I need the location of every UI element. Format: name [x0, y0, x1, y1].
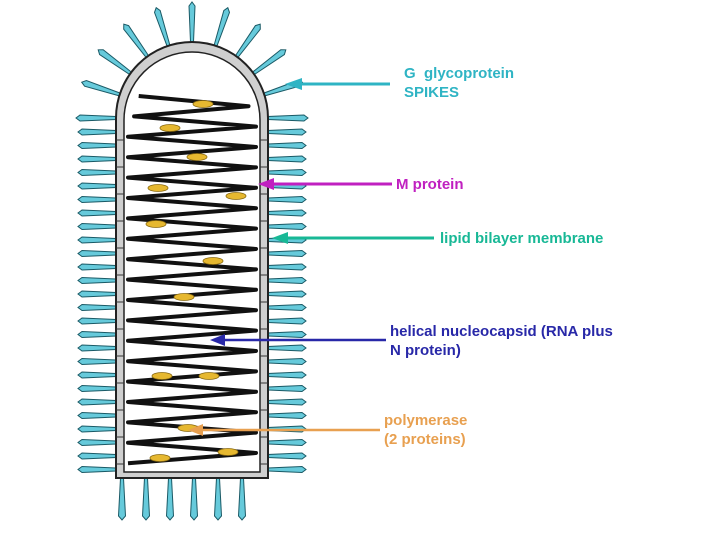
glycoprotein-spike	[267, 222, 307, 231]
glycoprotein-spike	[267, 276, 307, 285]
glycoprotein-spike	[77, 236, 117, 244]
g-glycoprotein-label: G glycoprotein SPIKES	[404, 64, 514, 102]
glycoprotein-spike	[77, 371, 117, 379]
glycoprotein-spike	[267, 128, 307, 136]
glycoprotein-spike	[188, 1, 196, 43]
glycoprotein-spike	[267, 344, 307, 352]
glycoprotein-spike	[141, 477, 151, 521]
glycoprotein-spike	[267, 438, 307, 447]
glycoprotein-spike	[77, 425, 117, 433]
glycoprotein-spike	[77, 141, 117, 150]
glycoprotein-spike	[77, 438, 117, 447]
glycoprotein-spike	[267, 384, 307, 393]
polymerase-label-line1: polymerase	[384, 412, 468, 429]
polymerase-protein	[145, 220, 167, 228]
polymerase-proteins	[145, 100, 247, 462]
polymerase-protein	[151, 372, 173, 380]
nucleocapsid-label-line2: N protein)	[390, 342, 461, 359]
nucleocapsid-label-line1: helical nucleocapsid (RNA plus	[390, 323, 613, 340]
nucleocapsid-label: helical nucleocapsid (RNA plus N protein…	[390, 322, 613, 360]
glycoprotein-spike	[77, 222, 117, 231]
polymerase-protein	[149, 454, 171, 462]
glycoprotein-spike	[77, 128, 117, 136]
glycoprotein-spike	[267, 398, 307, 406]
glycoprotein-spike	[77, 330, 117, 339]
polymerase-label-line2: (2 proteins)	[384, 431, 466, 448]
glycoprotein-spike	[77, 411, 117, 420]
glycoprotein-spike	[251, 49, 287, 76]
glycoprotein-spike	[267, 249, 307, 258]
polymerase-protein	[202, 257, 224, 265]
polymerase-protein	[147, 184, 169, 192]
polymerase-protein	[198, 372, 220, 380]
glycoprotein-spike	[77, 398, 117, 406]
polymerase-protein	[192, 100, 214, 108]
glycoprotein-spike	[213, 6, 231, 47]
glycoprotein-spike	[77, 168, 117, 177]
glycoprotein-spike	[267, 168, 307, 177]
glycoprotein-spike	[75, 114, 117, 122]
glycoprotein-spike	[117, 477, 127, 521]
glycoprotein-spike	[267, 209, 307, 217]
glycoprotein-spike	[267, 371, 307, 379]
glycoprotein-spike	[77, 209, 117, 217]
polymerase-protein	[225, 192, 247, 200]
glycoprotein-spike	[165, 477, 175, 521]
glycoprotein-spike	[267, 155, 307, 163]
glycoprotein-spike	[77, 344, 117, 352]
glycoprotein-spike	[267, 290, 307, 298]
g-glycoprotein-label-line1: G glycoprotein	[404, 65, 515, 82]
glycoprotein-spike	[267, 330, 307, 339]
label-arrows	[188, 78, 434, 436]
glycoprotein-spike	[77, 263, 117, 271]
glycoprotein-spike	[267, 317, 307, 325]
polymerase-protein	[217, 448, 239, 456]
glycoprotein-spike	[213, 477, 223, 521]
glycoprotein-spike	[267, 357, 307, 366]
glycoprotein-spike	[77, 276, 117, 285]
polymerase-protein	[173, 293, 195, 301]
glycoprotein-spike	[267, 411, 307, 420]
glycoprotein-spike	[267, 465, 307, 474]
glycoprotein-spike	[77, 317, 117, 325]
glycoprotein-spike	[267, 141, 307, 150]
glycoprotein-spike	[267, 114, 309, 122]
g-glycoprotein-label-line2: SPIKES	[404, 84, 460, 101]
glycoprotein-spike	[237, 477, 247, 521]
glycoprotein-spike	[153, 6, 171, 47]
glycoprotein-spike	[189, 477, 199, 521]
glycoprotein-spike	[77, 357, 117, 366]
helical-nucleocapsid	[126, 94, 258, 466]
glycoprotein-spike	[77, 465, 117, 474]
glycoprotein-spike	[77, 249, 117, 258]
glycoprotein-spike	[77, 195, 117, 204]
glycoprotein-spike	[97, 49, 133, 76]
glycoprotein-spike	[267, 452, 307, 460]
glycoprotein-spike	[77, 290, 117, 298]
glycoprotein-spike	[77, 384, 117, 393]
glycoprotein-spike	[80, 79, 121, 97]
membrane-inner-edge	[123, 51, 261, 473]
glycoprotein-spike	[267, 303, 307, 312]
polymerase-protein	[186, 153, 208, 161]
polymerase-label: polymerase (2 proteins)	[384, 411, 467, 449]
glycoprotein-spikes	[75, 1, 309, 521]
glycoprotein-spike	[267, 263, 307, 271]
lipid-bilayer-label: lipid bilayer membrane	[440, 230, 604, 247]
glycoprotein-spike	[77, 182, 117, 190]
glycoprotein-spike	[123, 23, 150, 59]
glycoprotein-spike	[77, 155, 117, 163]
glycoprotein-spike	[234, 23, 261, 59]
m-protein-label: M protein	[396, 176, 464, 193]
polymerase-protein	[159, 124, 181, 132]
glycoprotein-spike	[267, 195, 307, 204]
m-protein-layer	[116, 139, 268, 465]
glycoprotein-spike	[77, 452, 117, 460]
glycoprotein-spike	[77, 303, 117, 312]
